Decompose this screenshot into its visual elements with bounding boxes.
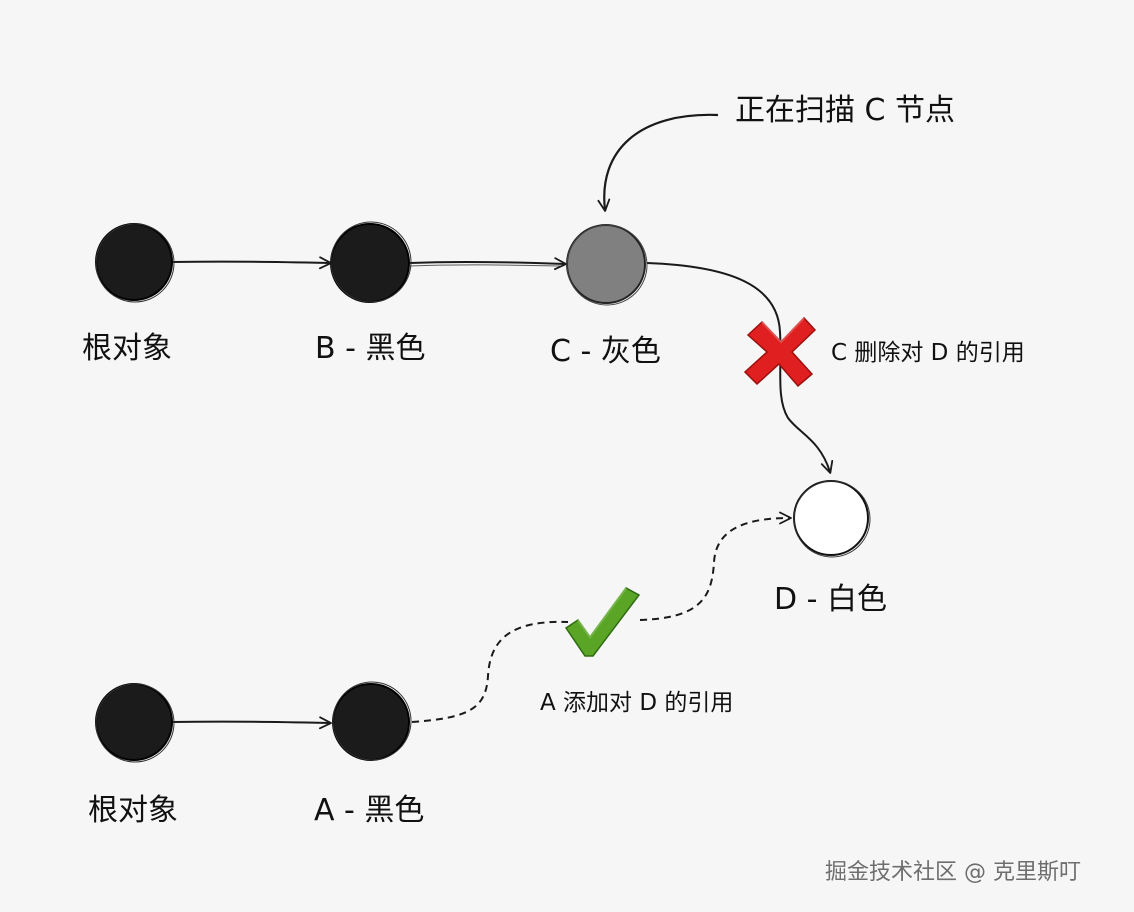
node-b-label: B - 黑色 bbox=[315, 331, 426, 366]
node-root-2-label: 根对象 bbox=[88, 793, 178, 828]
edge-a-to-d-added-continued bbox=[639, 511, 792, 621]
node-c bbox=[566, 224, 648, 306]
watermark: 掘金技术社区 @ 克里斯叮 bbox=[825, 860, 1081, 885]
scanning-annotation: 正在扫描 C 节点 bbox=[735, 93, 956, 128]
node-root-1-label: 根对象 bbox=[82, 331, 172, 366]
node-root-1 bbox=[95, 223, 175, 303]
node-b bbox=[330, 221, 412, 303]
node-a-label: A - 黑色 bbox=[314, 793, 425, 828]
edge-b-to-c bbox=[409, 257, 567, 271]
edge-b-to-c-sketch bbox=[409, 264, 561, 267]
a-add-annotation: A 添加对 D 的引用 bbox=[540, 690, 734, 716]
node-c-label: C - 灰色 bbox=[550, 334, 661, 369]
node-d bbox=[793, 480, 871, 558]
node-root-2 bbox=[95, 683, 175, 763]
node-d-label: D - 白色 bbox=[774, 582, 887, 617]
cross-icon bbox=[743, 316, 817, 388]
edge-root2-to-a bbox=[171, 716, 332, 730]
edge-root-to-b bbox=[171, 256, 332, 270]
check-icon bbox=[564, 587, 641, 657]
edge-a-to-d-added bbox=[411, 620, 569, 723]
node-a bbox=[332, 681, 412, 761]
arrow-scanning-c bbox=[597, 113, 719, 212]
c-delete-annotation: C 删除对 D 的引用 bbox=[831, 340, 1025, 366]
